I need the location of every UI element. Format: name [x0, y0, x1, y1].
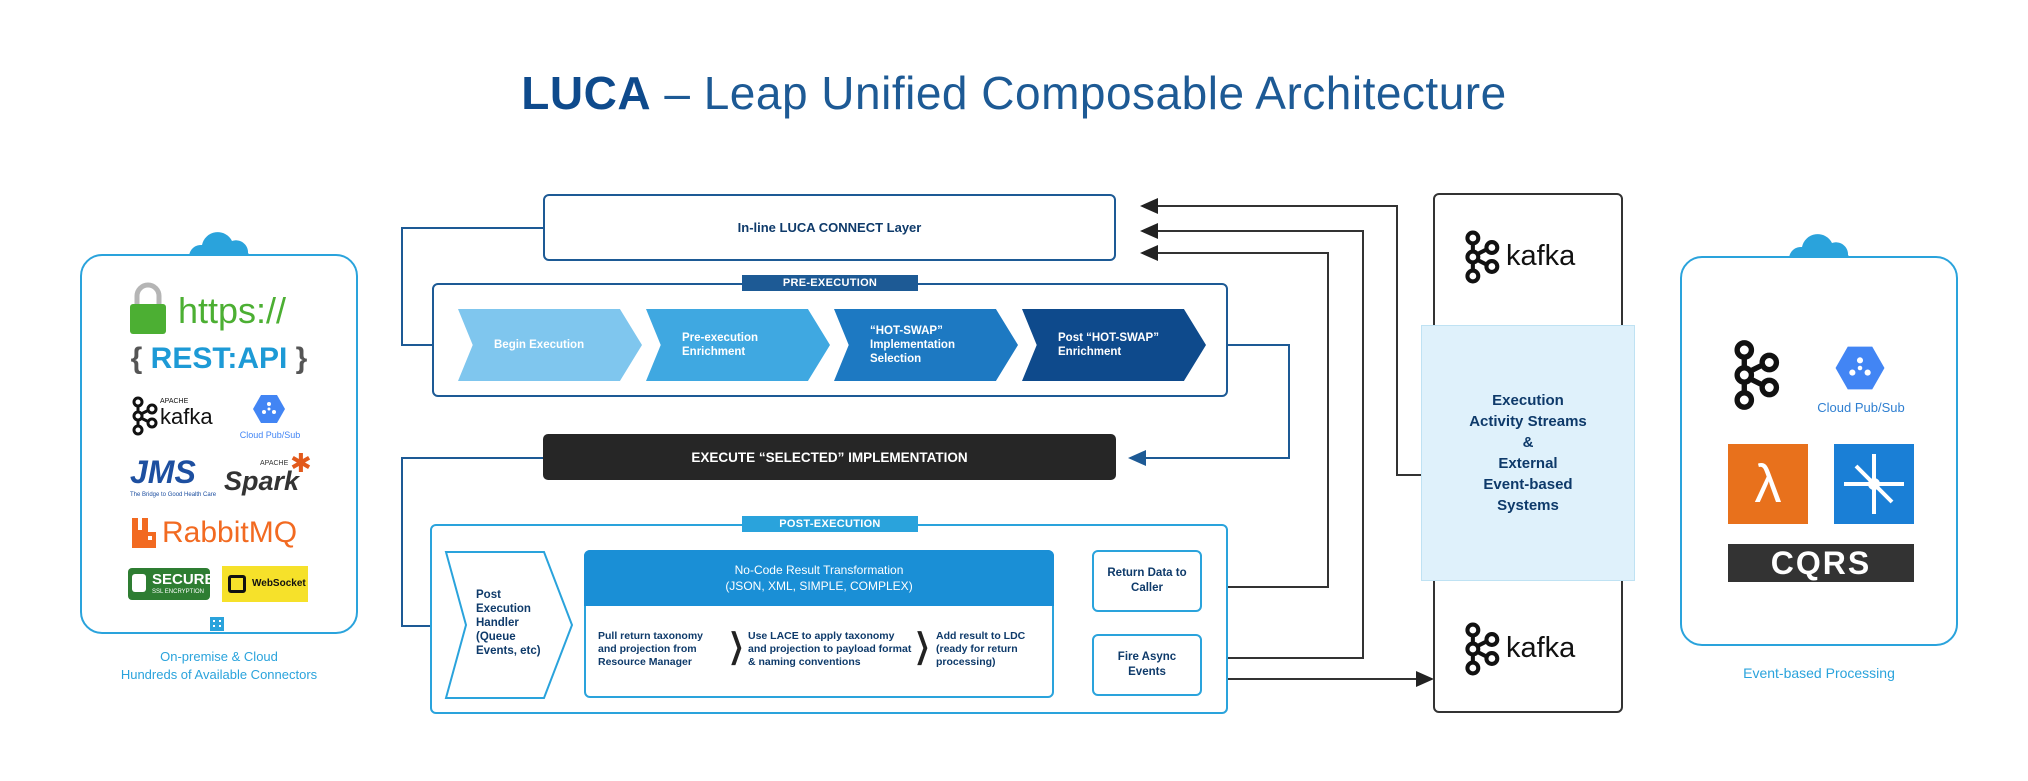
step-post-hot-swap-enrichment: Post “HOT-SWAP” Enrichment — [1022, 309, 1206, 381]
kafka-label-bottom: kafka — [1506, 632, 1576, 664]
step-hot-swap-selection-label: “HOT-SWAP” Implementation Selection — [870, 325, 955, 365]
chevron-right-icon-1: ❯ — [728, 627, 745, 665]
spark-apache-label: APACHE — [260, 460, 289, 467]
fire-async-box: Fire Async Events — [1092, 634, 1202, 696]
step-pre-execution-enrichment: Pre-execution Enrichment — [646, 309, 830, 381]
rabbitmq-label: RabbitMQ — [162, 516, 298, 549]
secure-ssl-badge: SECURE SSL ENCRYPTION — [128, 568, 215, 600]
kafka-label-top: kafka — [1506, 240, 1576, 272]
arrow-execute-to-post — [401, 457, 543, 634]
kafka-icon-right — [1730, 336, 1780, 414]
websocket-badge: WebSocket — [222, 566, 308, 602]
transformation-header: No-Code Result Transformation (JSON, XML… — [584, 550, 1054, 606]
kafka-icon-bottom — [1462, 620, 1500, 678]
connect-layer-label: In-line LUCA CONNECT Layer — [737, 220, 922, 235]
transformation-step-3: Add result to LDC (ready for return proc… — [936, 630, 1026, 668]
chevron-right-icon-2: ❯ — [914, 627, 931, 665]
arrow-pre-to-execute — [1128, 344, 1290, 466]
post-execution-handler-shape — [444, 551, 574, 699]
execute-selected-label: EXECUTE “SELECTED” IMPLEMENTATION — [691, 449, 968, 465]
connect-layer-box: In-line LUCA CONNECT Layer — [543, 194, 1116, 261]
return-data-box: Return Data to Caller — [1092, 550, 1202, 612]
kafka-icon — [130, 396, 158, 436]
kafka-label: kafka — [160, 404, 213, 429]
jms-logo: JMS — [130, 454, 196, 490]
building-icon — [208, 614, 226, 632]
streams-line-4: External — [1498, 455, 1558, 472]
arrow-return-to-connect — [1140, 245, 1329, 588]
streams-line-2: Activity Streams — [1469, 413, 1587, 430]
post-execution-handler-label: Post Execution Handler (Queue Events, et… — [476, 589, 541, 657]
step-begin-execution-label: Begin Execution — [494, 339, 585, 351]
title-rest: – Leap Unified Composable Architecture — [651, 67, 1507, 119]
cloud-pubsub-label: Cloud Pub/Sub — [239, 430, 301, 440]
streams-line-6: Systems — [1497, 497, 1559, 514]
cloud-pubsub-icon-right — [1832, 342, 1888, 394]
arrow-streams-to-connect — [1140, 198, 1423, 476]
page-title: LUCA – Leap Unified Composable Architect… — [0, 66, 2028, 120]
connectors-caption-line1: On-premise & Cloud — [160, 649, 278, 664]
fire-async-label: Fire Async Events — [1117, 651, 1177, 678]
websocket-label: WebSocket — [252, 578, 306, 589]
step-pre-execution-enrichment-label: Pre-execution Enrichment — [682, 332, 759, 358]
event-processing-caption: Event-based Processing — [1743, 665, 1895, 681]
transformation-step-1: Pull return taxonomy and projection from… — [598, 630, 704, 668]
kafka-icon-top — [1462, 228, 1500, 286]
event-processing-panel: Cloud Pub/Sub λ CQRS — [1680, 256, 1958, 646]
pre-execution-tag: PRE-EXECUTION — [742, 275, 918, 291]
rest-api-label: REST:API — [150, 342, 288, 375]
step-begin-execution: Begin Execution — [458, 309, 642, 381]
transformation-step-2: Use LACE to apply taxonomy and projectio… — [748, 630, 912, 668]
transformation-title: No-Code Result Transformation — [734, 563, 904, 577]
kafka-apache-label: APACHE — [160, 398, 189, 405]
websocket-icon — [228, 575, 246, 593]
streams-box: Execution Activity Streams & External Ev… — [1421, 325, 1635, 581]
title-bold: LUCA — [521, 67, 652, 119]
step-post-hot-swap-enrichment-label: Post “HOT-SWAP” Enrichment — [1058, 332, 1159, 358]
connectors-caption: On-premise & Cloud Hundreds of Available… — [80, 648, 358, 684]
lambda-icon: λ — [1728, 444, 1808, 524]
cloud-pubsub-icon — [252, 392, 286, 426]
arrow-async-to-connect — [1140, 223, 1364, 659]
spark-star-icon: ✱ — [290, 448, 312, 478]
connectors-caption-line2: Hundreds of Available Connectors — [120, 667, 318, 682]
cqrs-badge: CQRS — [1728, 544, 1914, 582]
rabbitmq-icon — [130, 518, 158, 548]
step-hot-swap-selection: “HOT-SWAP” Implementation Selection — [834, 309, 1018, 381]
rest-api-logo: { REST:API } — [130, 342, 308, 375]
streams-line-5: Event-based — [1483, 476, 1573, 493]
transformation-subtitle: (JSON, XML, SIMPLE, COMPLEX) — [725, 579, 913, 593]
streams-line-1: Execution — [1492, 392, 1564, 409]
arrow-connect-to-begin — [401, 227, 543, 353]
streams-line-3: & — [1522, 434, 1534, 451]
cloud-pubsub-label-right: Cloud Pub/Sub — [1817, 400, 1905, 415]
execute-selected-box: EXECUTE “SELECTED” IMPLEMENTATION — [543, 434, 1116, 480]
spark-logo: Spark — [224, 466, 300, 496]
network-icon — [1834, 444, 1914, 524]
return-data-label: Return Data to Caller — [1107, 567, 1187, 594]
lock-icon — [128, 282, 168, 334]
secure-label: SECURE — [152, 571, 215, 588]
secure-sub-label: SSL ENCRYPTION — [152, 589, 205, 595]
post-execution-tag: POST-EXECUTION — [742, 516, 918, 532]
connectors-panel: https:// { REST:API } APACHE kafka Cloud… — [80, 254, 358, 634]
shield-icon — [132, 574, 146, 592]
jms-subtitle: The Bridge to Good Health Care — [130, 492, 217, 498]
https-label: https:// — [178, 290, 287, 331]
